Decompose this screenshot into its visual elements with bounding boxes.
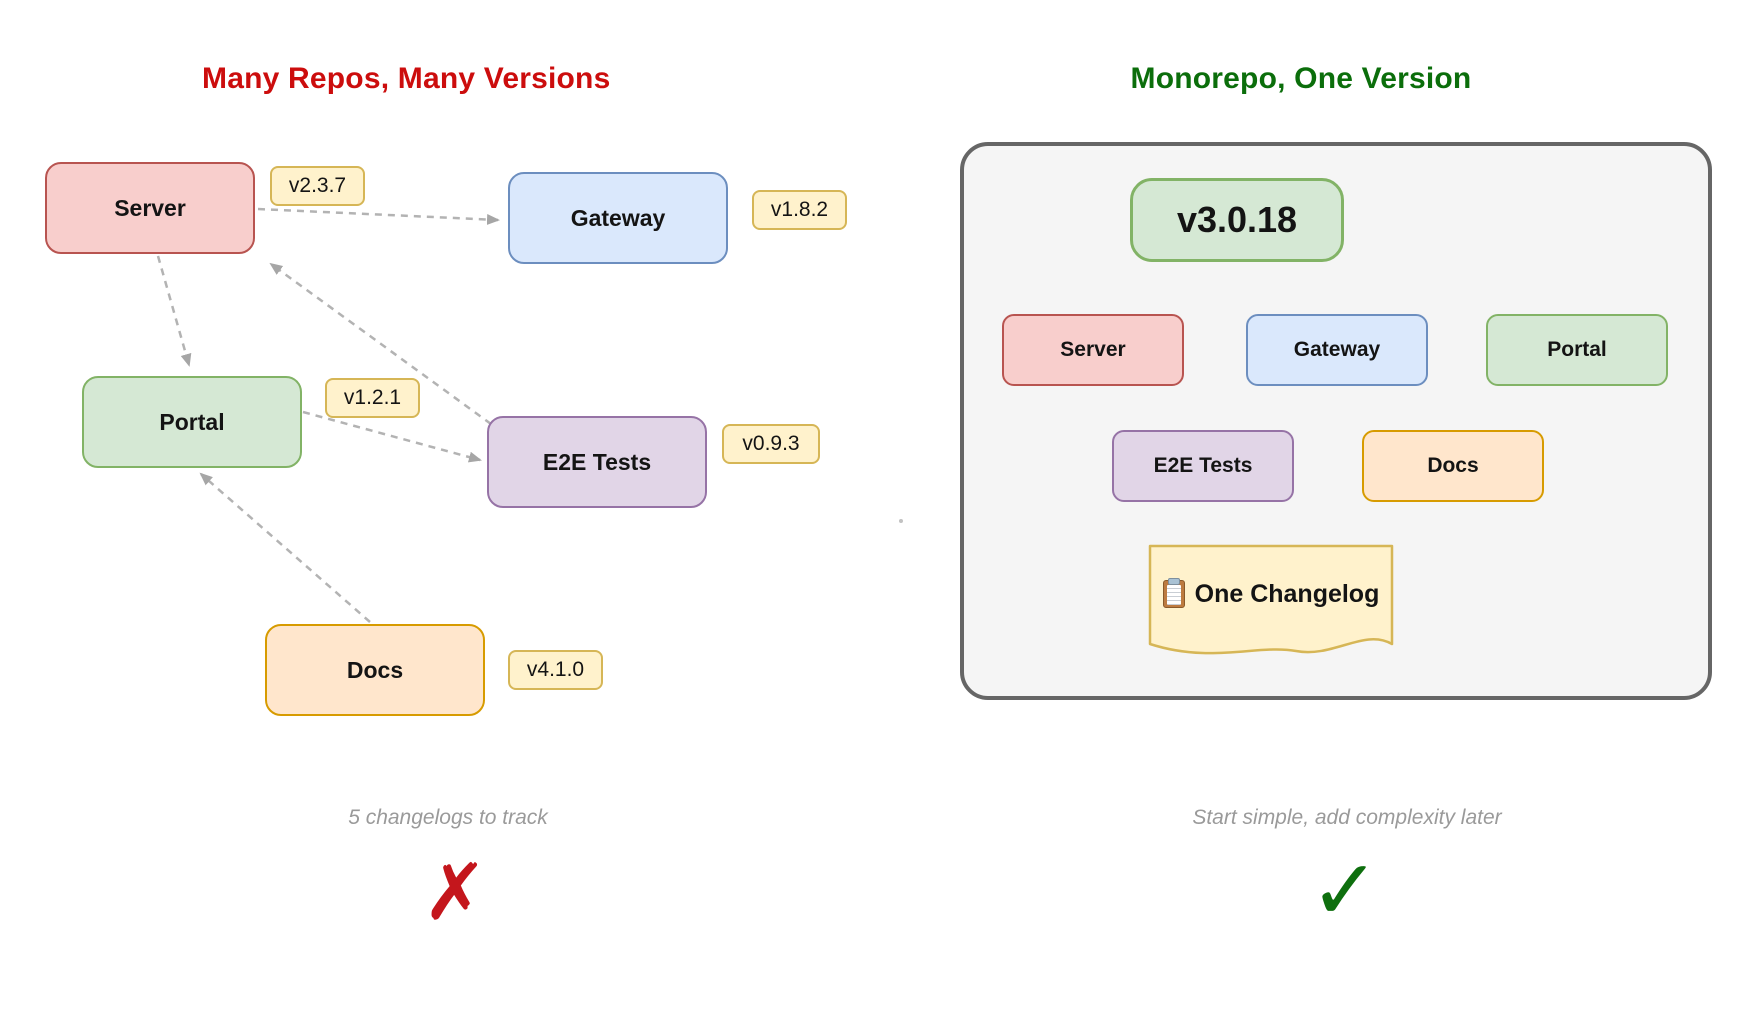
right-panel-caption: Start simple, add complexity later <box>1192 806 1502 829</box>
mono-node-docs: Docs <box>1362 430 1544 502</box>
unified-version-pill: v3.0.18 <box>1130 178 1344 262</box>
version-badge-portal-text: v1.2.1 <box>343 386 402 409</box>
arrow-server-to-portal <box>156 255 192 367</box>
one-changelog-note: One Changelog <box>1148 544 1394 670</box>
mono-node-server-label: Server <box>1060 338 1126 361</box>
repo-node-portal-label: Portal <box>159 408 225 435</box>
one-changelog-label: One Changelog <box>1194 579 1380 608</box>
version-badge-e2e-tests: v0.9.3 <box>722 424 820 464</box>
check-mark-icon: ✓ <box>1309 843 1381 937</box>
mono-node-e2e-tests-label: E2E Tests <box>1153 454 1253 477</box>
repo-node-gateway: Gateway <box>508 172 728 264</box>
version-badge-server-text: v2.3.7 <box>288 174 347 197</box>
mono-node-docs-label: Docs <box>1427 454 1479 477</box>
repo-node-e2e-tests: E2E Tests <box>487 416 707 508</box>
repo-node-e2e-tests-label: E2E Tests <box>542 448 652 475</box>
repo-node-server-label: Server <box>114 194 186 221</box>
mono-node-portal: Portal <box>1486 314 1668 386</box>
arrow-server-to-gateway <box>257 207 500 225</box>
repo-node-portal: Portal <box>82 376 302 468</box>
version-badge-gateway: v1.8.2 <box>752 190 847 230</box>
one-changelog-label-row: One Changelog <box>1148 544 1394 644</box>
mono-node-gateway-label: Gateway <box>1293 338 1381 361</box>
arrow-docs-to-portal <box>199 472 371 623</box>
version-badge-gateway-text: v1.8.2 <box>770 198 829 221</box>
version-badge-server: v2.3.7 <box>270 166 365 206</box>
left-panel-caption: 5 changelogs to track <box>348 806 548 829</box>
repo-node-docs: Docs <box>265 624 485 716</box>
repo-node-gateway-label: Gateway <box>570 204 666 231</box>
cross-mark-icon: ✗ <box>422 848 488 936</box>
version-badge-e2e-tests-text: v0.9.3 <box>742 432 800 455</box>
arrow-portal-to-e2e <box>302 410 482 463</box>
version-badge-docs-text: v4.1.0 <box>526 658 585 681</box>
right-panel-title: Monorepo, One Version <box>1130 62 1472 95</box>
left-panel-title: Many Repos, Many Versions <box>202 62 611 95</box>
stray-dot <box>899 519 903 523</box>
clipboard-icon <box>1162 580 1185 608</box>
mono-node-gateway: Gateway <box>1246 314 1428 386</box>
mono-node-e2e-tests: E2E Tests <box>1112 430 1294 502</box>
version-badge-portal: v1.2.1 <box>325 378 420 418</box>
version-badge-docs: v4.1.0 <box>508 650 603 690</box>
unified-version-text: v3.0.18 <box>1176 199 1298 240</box>
repo-node-docs-label: Docs <box>346 656 404 683</box>
repo-node-server: Server <box>45 162 255 254</box>
mono-node-portal-label: Portal <box>1547 338 1607 361</box>
document-shape <box>1148 544 1394 655</box>
mono-node-server: Server <box>1002 314 1184 386</box>
